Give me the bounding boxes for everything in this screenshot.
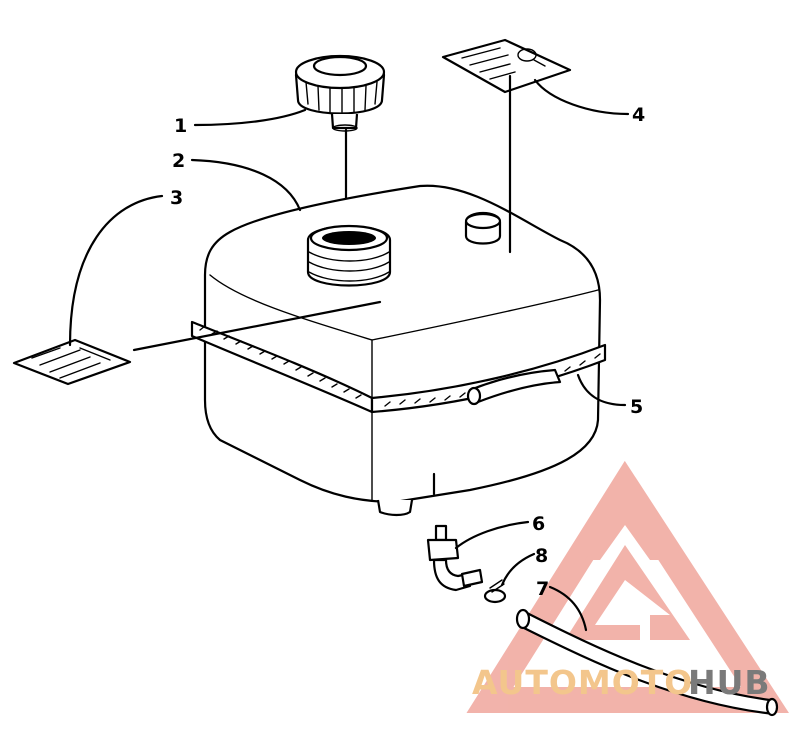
leader-5 xyxy=(576,373,627,407)
callout-6: 6 xyxy=(532,513,545,535)
leader-6 xyxy=(454,520,530,550)
leader-decal3-to-tank xyxy=(132,300,382,352)
callout-5: 5 xyxy=(630,396,643,418)
part-2-oil-tank xyxy=(203,184,602,517)
callout-1: 1 xyxy=(174,115,187,137)
callout-7: 7 xyxy=(536,578,549,600)
watermark-triangle-outer xyxy=(466,460,789,713)
part-1-filler-cap xyxy=(294,54,386,132)
watermark-wordmark: AUTOMOTO HUB xyxy=(472,663,771,702)
part-6-elbow-fitting xyxy=(426,524,484,592)
leader-8 xyxy=(500,552,536,587)
leader-4 xyxy=(533,78,630,116)
watermark-logo xyxy=(466,460,789,713)
leader-2 xyxy=(190,158,302,212)
callout-2: 2 xyxy=(172,150,185,172)
part-4-decal xyxy=(441,38,572,94)
callout-8: 8 xyxy=(535,545,548,567)
watermark-letter-m xyxy=(585,500,665,560)
part-5-strap xyxy=(190,320,607,414)
leader-7 xyxy=(548,585,588,632)
part-3-decal xyxy=(12,338,132,386)
callout-4: 4 xyxy=(632,104,645,126)
part-8-hose-clamp xyxy=(483,579,507,604)
callout-3: 3 xyxy=(170,187,183,209)
part-7-hose xyxy=(515,608,779,717)
watermark-text-automoto: AUTOMOTO xyxy=(472,663,693,702)
watermark-text-hub: HUB xyxy=(688,663,771,702)
watermark-letter-g xyxy=(565,545,690,640)
leader-1 xyxy=(193,108,307,127)
leader-3 xyxy=(68,194,164,347)
